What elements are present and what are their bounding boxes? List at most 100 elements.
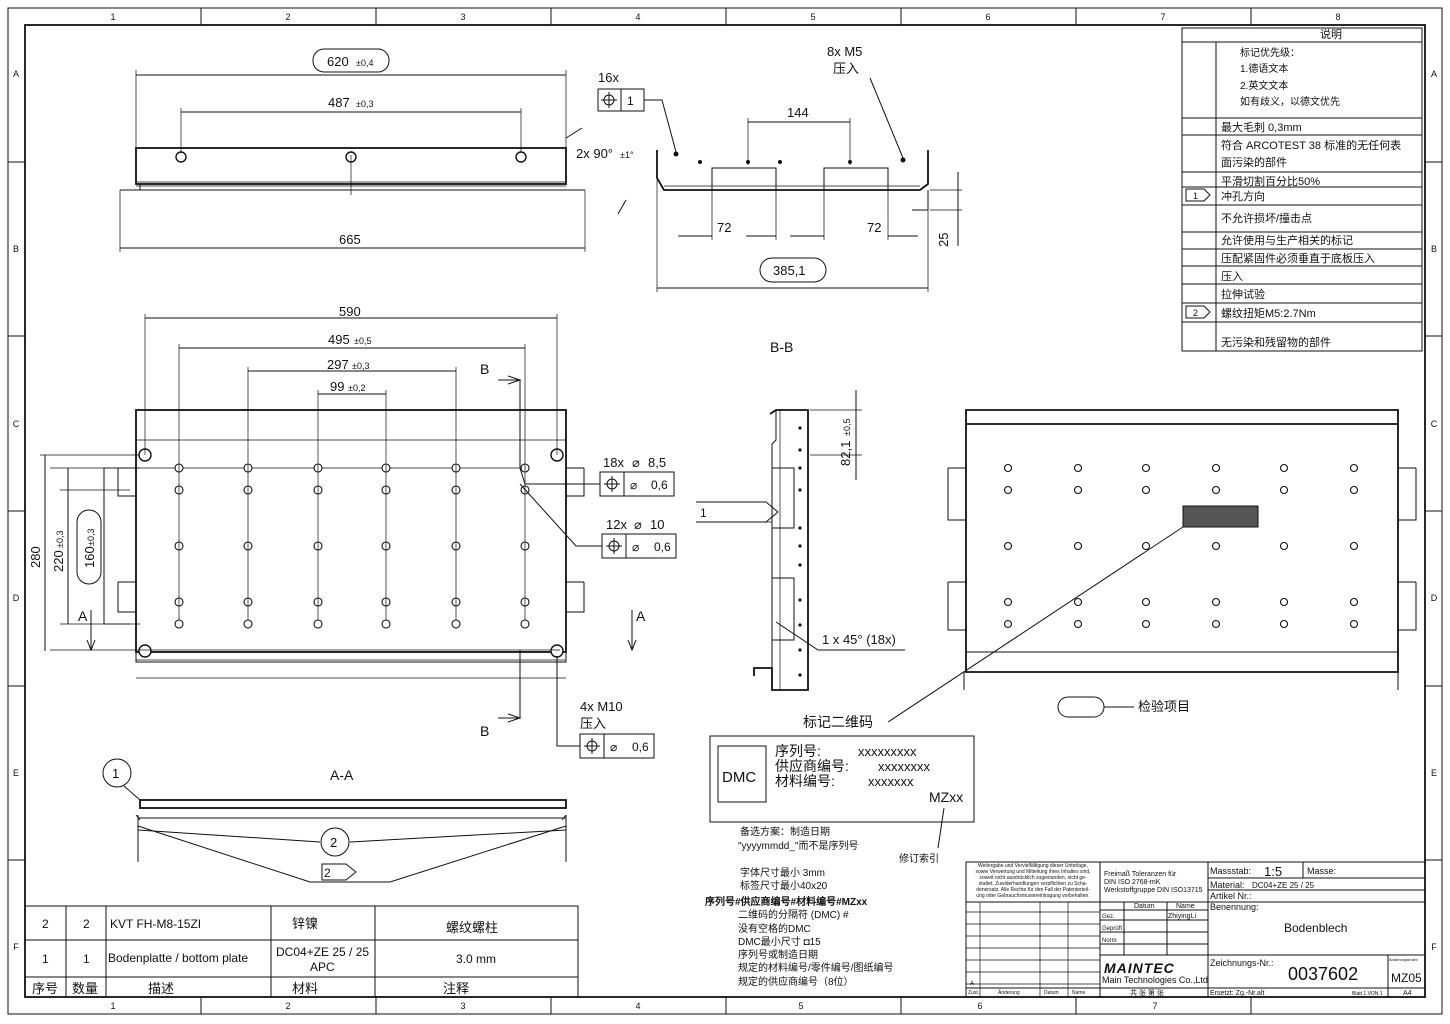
notes-table: 说明 标记优先级： 1.德语文本 2.英文文本 如有歧义，以德文优先 最大毛刺 … xyxy=(1181,27,1423,352)
dmc-note-9: 序列号或制造日期 xyxy=(738,948,818,961)
dmc-supplier-value: xxxxxxxx xyxy=(878,759,931,774)
col-label-3: 3 xyxy=(460,12,465,22)
legal-5: ung oder Gebrauchsmustereintragung vorbe… xyxy=(976,893,1089,899)
tb-anderung: Änderung xyxy=(998,989,1020,996)
inspection-label: 检验项目 xyxy=(1138,699,1190,714)
fcf-m10-dia-sym: ⌀ xyxy=(610,740,617,754)
legal-0: Weitergabe und Vervielfältigung dieser U… xyxy=(978,863,1088,869)
right-view-hole xyxy=(1003,597,1013,607)
artikel-label: Artikel Nr.: xyxy=(1210,891,1252,901)
dim-620: 620 xyxy=(327,54,349,69)
dmc-mz: MZxx xyxy=(929,789,963,805)
bom-r0-pos: 2 xyxy=(42,917,49,931)
tb-datum: Datum xyxy=(1134,903,1155,910)
section-aa-title: A-A xyxy=(330,767,354,783)
fcf-18-dia-sym: ⌀ xyxy=(630,478,637,492)
dim-297: 297 xyxy=(327,357,349,372)
right-view-hole xyxy=(1279,485,1289,495)
row-label-a: A xyxy=(13,69,19,79)
tol-297: ±0,3 xyxy=(352,361,369,371)
front-hole xyxy=(451,619,461,629)
section-dot-mark xyxy=(798,544,802,548)
legal-3: stattet. Zuwiderhandlungen verpflichten … xyxy=(979,881,1088,887)
bom-table: 2 2 KVT FH-M8-15ZI 锌镍 螺纹螺柱 1 1 Bodenplat… xyxy=(24,905,579,998)
benennung-value: Bodenblech xyxy=(1284,921,1347,935)
row-label-d: D xyxy=(13,593,20,603)
tb-blatt: Blatt 1 VON 1 xyxy=(1352,991,1383,997)
dim-487: 487 xyxy=(328,95,350,110)
mz-code: MZ05 xyxy=(1391,971,1422,985)
section-bb: B-B 82,1 ±0,5 1 1 x 45° (18x) xyxy=(696,339,905,691)
note-row-5: 不允许损坏/撞击点 xyxy=(1221,211,1312,225)
hole-18-dia: 8,5 xyxy=(648,455,666,470)
row-label-e: E xyxy=(13,768,19,778)
right-view-hole xyxy=(1003,541,1013,551)
tol-495: ±0,5 xyxy=(354,336,371,346)
dmc-note-1: "yyyymmdd_"而不是序列号 xyxy=(738,839,858,852)
section-dot-mark xyxy=(798,623,802,627)
bom-h-desc: 描述 xyxy=(148,981,174,996)
right-view-hole xyxy=(1279,619,1289,629)
row-label-d-r: D xyxy=(1431,593,1438,603)
tb-datum2: Datum xyxy=(1044,990,1059,996)
section-a-right: A xyxy=(636,608,646,624)
company-name: Main Technologies Co.,Ltd xyxy=(1102,975,1208,985)
right-view-hole xyxy=(1141,485,1151,495)
tb-gepruft: Geprüft xyxy=(1102,926,1122,932)
row-label-e-r: E xyxy=(1431,768,1437,778)
dim-99: 99 xyxy=(330,379,344,394)
col-label-6: 6 xyxy=(985,12,990,22)
fcf-m10-tol: 0,6 xyxy=(632,740,649,754)
dmc-note-5: 序列号#供应商编号#材料编号#MZxx xyxy=(705,895,868,908)
bom-r0-desc: KVT FH-M8-15ZI xyxy=(110,917,201,931)
section-a-left: A xyxy=(78,608,88,624)
section-dot-mark xyxy=(798,426,802,430)
bom-r0-note: 螺纹螺柱 xyxy=(446,920,498,935)
dim-72-left: 72 xyxy=(717,220,731,235)
balloon-2: 2 xyxy=(330,835,337,850)
right-view-hole xyxy=(1141,463,1151,473)
right-view-hole xyxy=(1003,485,1013,495)
section-dot-mark xyxy=(798,488,802,492)
hole-12-dia: 10 xyxy=(650,517,664,532)
section-b-bottom: B xyxy=(480,723,489,739)
right-view-hole xyxy=(1141,541,1151,551)
bom-r1-note: 3.0 mm xyxy=(456,952,496,966)
dim-82: 82,1 xyxy=(838,441,853,466)
dmc-marking-area xyxy=(1182,505,1259,528)
note-row-7: 压配紧固件必须垂直于底板压入 xyxy=(1221,251,1375,265)
tb-a-mark: A xyxy=(970,981,974,987)
fcf-12-tol: 0,6 xyxy=(654,540,671,554)
col-label-b2: 2 xyxy=(285,1001,290,1011)
right-view-hole xyxy=(1003,619,1013,629)
right-view-hole xyxy=(1349,541,1359,551)
col-label-b1: 1 xyxy=(110,1001,115,1011)
angle-tol: ±1° xyxy=(620,150,634,160)
dmc-note-4: 标签尺寸最小40x20 xyxy=(740,879,828,892)
qty-16x: 16x xyxy=(598,70,619,85)
hole-18x: 18x xyxy=(603,455,624,470)
note-row-3: 平滑切割百分比50% xyxy=(1221,174,1320,188)
row-label-f-r: F xyxy=(1431,942,1437,952)
right-view-hole xyxy=(1349,597,1359,607)
right-view-hole xyxy=(1073,463,1083,473)
section-dot-mark xyxy=(798,563,802,567)
tol-line-1: Freimaß Toleranzen für xyxy=(1104,871,1177,878)
tol-line-3: Werkstoffgruppe DIN ISO13715 xyxy=(1104,887,1203,894)
right-view-hole xyxy=(1073,619,1083,629)
bom-r1-qty: 1 xyxy=(83,952,90,966)
bom-h-mat: 材料 xyxy=(292,981,318,996)
note-row-2: 面污染的部件 xyxy=(1221,155,1287,169)
col-label-b7: 7 xyxy=(1152,1001,1157,1011)
col-label-7: 7 xyxy=(1160,12,1165,22)
dim-72-right: 72 xyxy=(867,220,881,235)
massstab-value: 1:5 xyxy=(1264,864,1282,879)
dim-25: 25 xyxy=(936,233,951,247)
bb-dot-marks xyxy=(798,426,802,677)
tb-format: A4 xyxy=(1403,990,1412,997)
priority-3: 如有歧义，以德文优先 xyxy=(1240,95,1340,108)
row-label-a-r: A xyxy=(1431,69,1437,79)
tb-zust: Zust. xyxy=(968,990,979,996)
note-row-11: 无污染和残留物的部件 xyxy=(1221,335,1331,349)
drawing-frame xyxy=(7,7,1443,1015)
